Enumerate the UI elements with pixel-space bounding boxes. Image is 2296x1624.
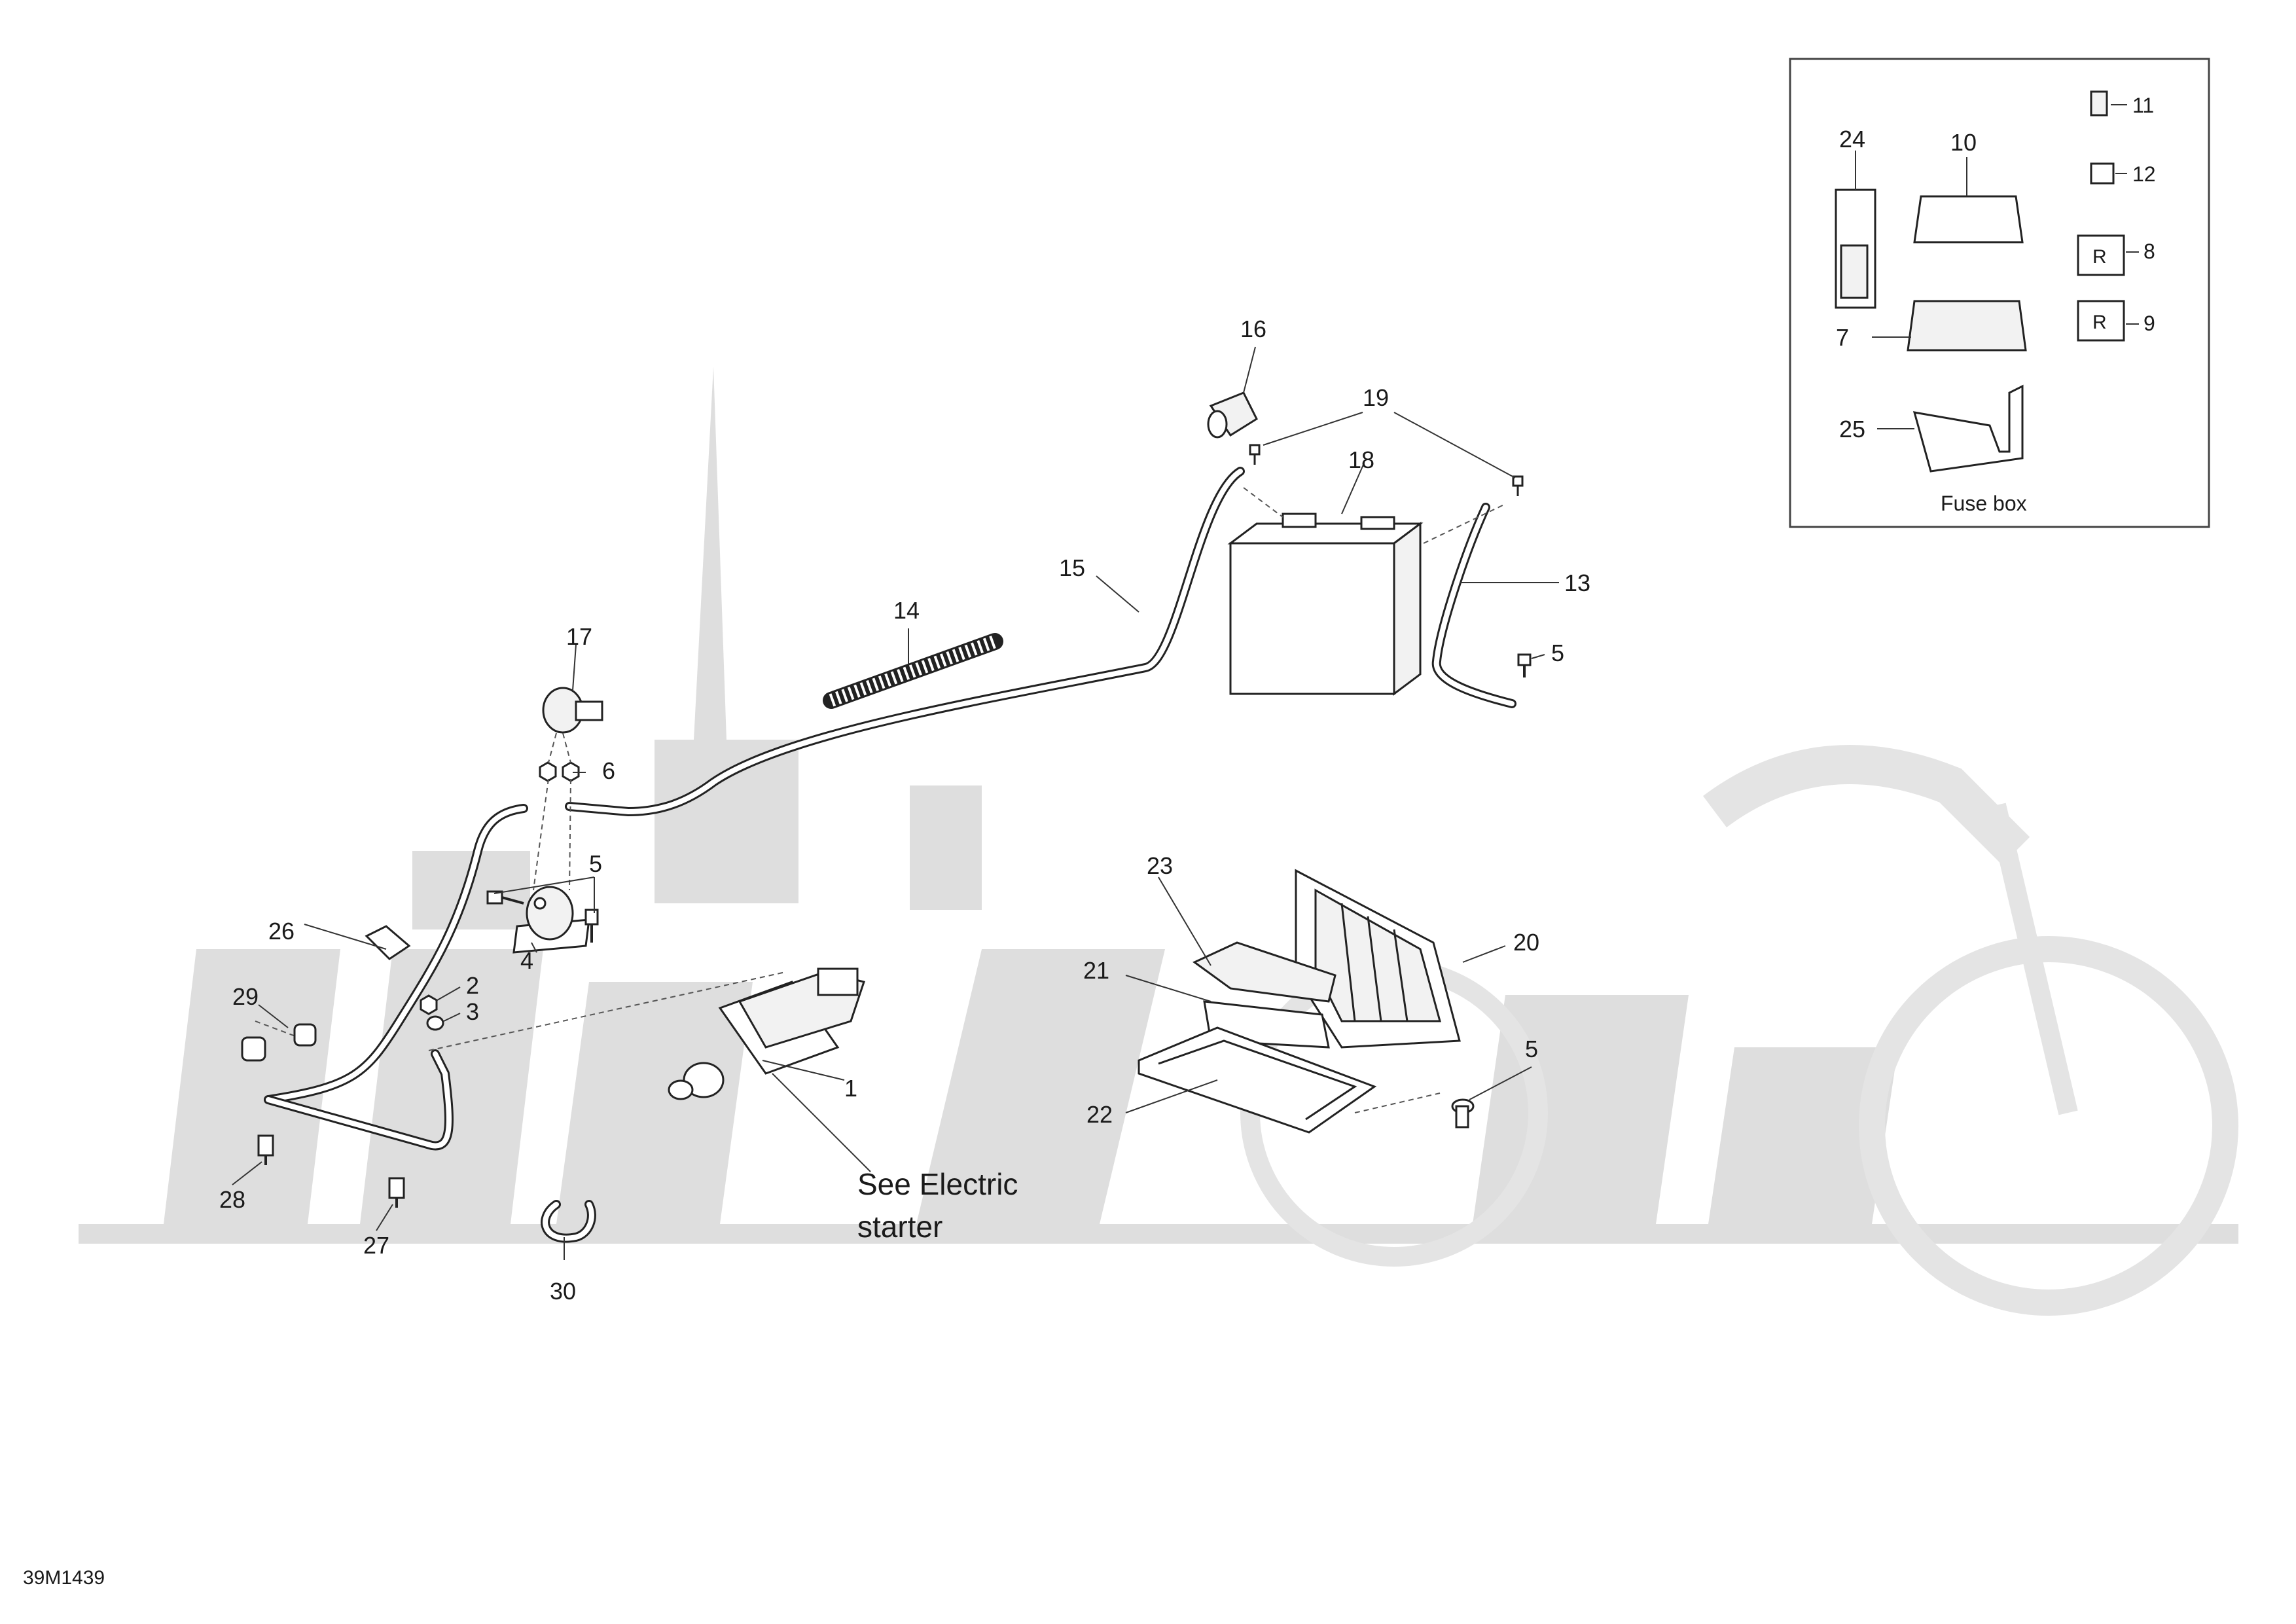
callout-9: 9 [2144, 312, 2155, 335]
note-line-2: starter [857, 1210, 942, 1244]
cable-26 [264, 804, 528, 1104]
callout-26: 26 [268, 918, 295, 945]
fuse-12 [2090, 162, 2115, 185]
callout-21: 21 [1083, 957, 1109, 984]
strap-23 [1193, 941, 1336, 1003]
conduit-14 [823, 633, 1003, 709]
callout-12: 12 [2132, 162, 2156, 186]
callout-24: 24 [1839, 126, 1865, 153]
clamp-28 [257, 1134, 274, 1165]
callout-18: 18 [1348, 446, 1374, 473]
fuse-11 [2090, 90, 2108, 117]
callout-27: 27 [363, 1232, 389, 1259]
callout-20: 20 [1513, 929, 1539, 956]
clamp-27 [388, 1177, 405, 1208]
relay-8 [2077, 234, 2125, 276]
callout-17: 17 [566, 623, 592, 650]
callout-5-battery: 5 [1551, 640, 1564, 666]
grommet-29 [241, 1023, 317, 1062]
callout-16: 16 [1240, 316, 1266, 342]
callout-23: 23 [1147, 852, 1173, 879]
callout-labels: 1 2 3 4 5 5 5 6 7 8 9 10 11 12 13 14 15 … [219, 94, 2156, 1305]
callout-13: 13 [1564, 569, 1590, 596]
callout-30: 30 [550, 1278, 576, 1305]
battery-cover-20 [1295, 869, 1461, 1049]
callout-10: 10 [1950, 129, 1977, 156]
diagram-code: 39M1439 [23, 1567, 105, 1589]
fuse-box-title: Fuse box [1941, 492, 2027, 515]
callout-28: 28 [219, 1186, 245, 1213]
tray-22 [1138, 1026, 1377, 1134]
callout-6: 6 [602, 757, 615, 784]
relay-8-mark: R [2092, 246, 2107, 268]
bolt-5-a [486, 890, 599, 943]
relay-9-mark: R [2092, 312, 2107, 333]
ground-cable [264, 1049, 454, 1151]
callout-4: 4 [520, 947, 533, 974]
callout-11: 11 [2132, 94, 2154, 117]
callout-5-solenoid: 5 [589, 850, 602, 877]
washer-3 [426, 1015, 444, 1031]
relay-9 [2077, 300, 2125, 342]
callout-1: 1 [844, 1075, 857, 1102]
watermark-logo [79, 367, 2238, 1316]
callout-7: 7 [1836, 324, 1849, 351]
bolt-5-b [1517, 653, 1532, 677]
cable-30 [541, 1200, 596, 1243]
callout-29: 29 [232, 983, 259, 1010]
callout-8: 8 [2144, 240, 2155, 263]
battery-18 [1227, 513, 1424, 696]
fuse-block-7 [1907, 300, 2027, 352]
callout-15: 15 [1059, 554, 1085, 581]
callout-3: 3 [466, 998, 479, 1025]
callout-19: 19 [1363, 384, 1389, 411]
callout-25: 25 [1839, 416, 1865, 442]
cover-10 [1913, 195, 2024, 244]
terminal-boot-16 [1207, 391, 1258, 439]
starter-motor-1 [668, 967, 865, 1100]
nut-6 [539, 761, 580, 782]
cable-15 [565, 467, 1245, 816]
screws-19 [1249, 444, 1524, 496]
callout-22: 22 [1086, 1101, 1113, 1128]
callout-14: 14 [893, 597, 920, 624]
bracket-25 [1912, 384, 2024, 473]
note-line-1: See Electric [857, 1167, 1018, 1201]
fuse-box-inset [1789, 58, 2210, 528]
terminal-boot-17 [542, 687, 603, 734]
callout-5-tray: 5 [1525, 1036, 1538, 1062]
cable-13 [1431, 503, 1516, 708]
callout-2: 2 [466, 972, 479, 999]
dashed-guides [255, 487, 1506, 1113]
grommet-bracket [365, 925, 411, 960]
leader-lines [232, 104, 2139, 1260]
nut-2 [420, 994, 438, 1015]
bolt-5-c [1451, 1098, 1475, 1128]
